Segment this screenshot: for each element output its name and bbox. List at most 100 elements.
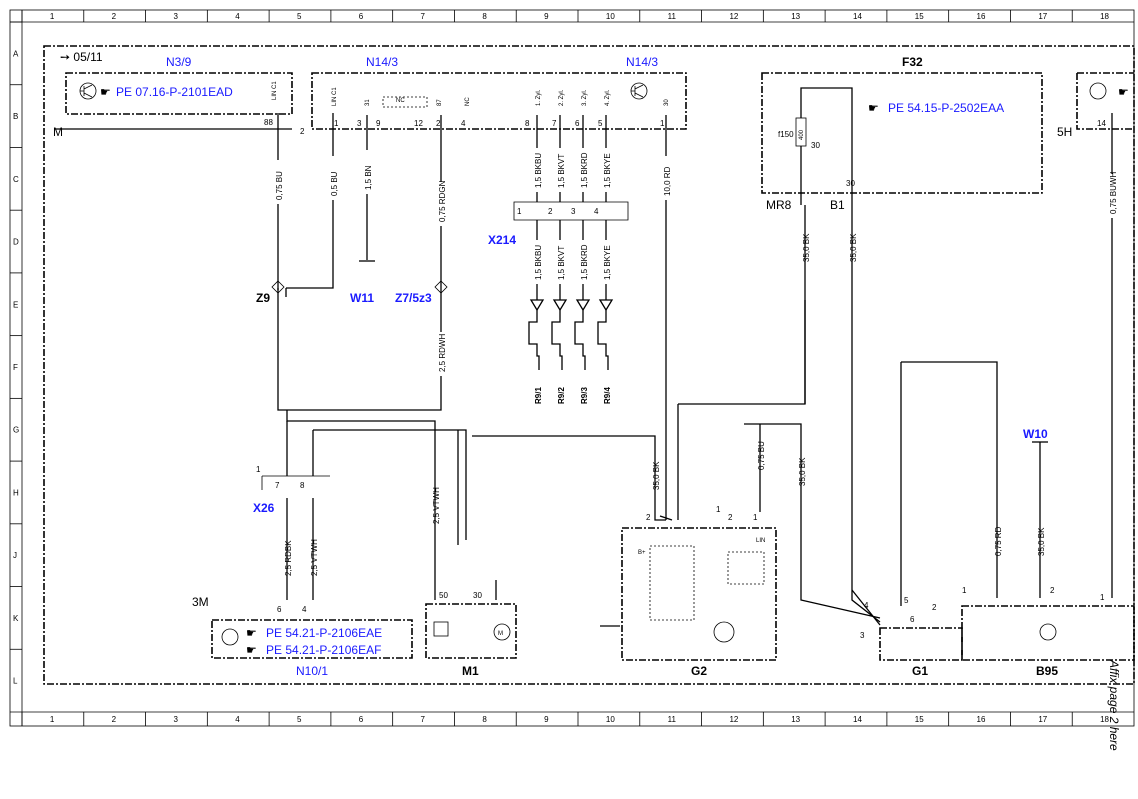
pin-number: 1	[334, 119, 339, 128]
col-label: 5	[297, 715, 302, 724]
row-label: L	[13, 677, 18, 686]
svg-text:2: 2	[646, 513, 651, 522]
component-n10-1: 3M 6 4 ☛ PE 54.21-P-2106EAE ☛ PE 54.21-P…	[192, 595, 413, 678]
wire-label: 35,0 BK	[652, 461, 661, 490]
m1-label: M1	[462, 664, 479, 678]
transistor-icon	[221, 628, 239, 646]
svg-text:3: 3	[860, 631, 865, 640]
pin-name: 87	[437, 99, 443, 106]
glow-plug-icon	[574, 310, 586, 370]
col-label: 15	[915, 12, 924, 21]
svg-text:2: 2	[548, 207, 553, 216]
transistor-icon	[1039, 623, 1057, 641]
hand-pointer-icon: ☛	[246, 643, 257, 657]
wire-label: 35,0 BK	[802, 233, 811, 262]
svg-text:2: 2	[932, 603, 937, 612]
svg-text:1: 1	[517, 207, 522, 216]
n10-1-ref-1[interactable]: PE 54.21-P-2106EAE	[266, 626, 382, 640]
svg-text:NC: NC	[396, 98, 405, 104]
svg-text:1: 1	[1100, 593, 1105, 602]
svg-text:8: 8	[300, 481, 305, 490]
pin-name: LIN C1	[332, 87, 338, 106]
glow-plug-label: R9/1	[534, 387, 543, 404]
m-label: M	[53, 125, 63, 139]
wire-label: 1,5 BKYE	[603, 245, 612, 280]
wire-label: 0,5 BU	[330, 171, 339, 196]
column-ruler: 1122334455667788991010111112121313141415…	[21, 10, 1110, 726]
f32-ref[interactable]: PE 54.15-P-2502EAA	[888, 101, 1004, 115]
svg-text:14: 14	[1097, 119, 1106, 128]
component-b95: 1 2 1 B95	[961, 586, 1135, 678]
col-label: 18	[1100, 715, 1109, 724]
col-label: 3	[173, 12, 178, 21]
x214-connector: X214 1 2 3 4	[488, 201, 629, 247]
g1-label: G1	[912, 664, 928, 678]
svg-text:7: 7	[275, 481, 280, 490]
svg-text:4: 4	[594, 207, 599, 216]
pin-name: 30	[664, 99, 670, 106]
svg-text:1: 1	[962, 586, 967, 595]
wire-label: 0,75 BU	[757, 441, 766, 470]
component-f32: F32 ☛ PE 54.15-P-2502EAA 400 f150 30 30	[761, 55, 1043, 194]
n14-3-label-right: N14/3	[626, 55, 658, 69]
svg-text:B+: B+	[638, 550, 646, 556]
b1-label: B1	[830, 198, 845, 212]
glow-plug-label: R9/4	[603, 387, 612, 404]
svg-text:88: 88	[264, 118, 273, 127]
col-label: 17	[1038, 12, 1047, 21]
n10-1-ref-2[interactable]: PE 54.21-P-2106EAF	[266, 643, 381, 657]
pin-number: 1	[660, 119, 665, 128]
svg-text:LIN C1: LIN C1	[272, 81, 278, 100]
svg-text:2: 2	[728, 513, 733, 522]
hand-pointer-icon: ☛	[868, 101, 879, 115]
svg-text:f150: f150	[778, 130, 794, 139]
motor-icon	[493, 623, 511, 641]
hand-pointer-icon: ☛	[246, 626, 257, 640]
svg-text:30: 30	[846, 179, 855, 188]
row-label: F	[13, 363, 18, 372]
col-label: 3	[173, 715, 178, 724]
wire-label: 35,0 BK	[798, 457, 807, 486]
col-label: 10	[606, 12, 615, 21]
top-wires	[277, 113, 1113, 560]
col-label: 10	[606, 715, 615, 724]
component-partial-right: ☛ 14 5H	[1057, 72, 1134, 139]
wire-label: 35,0 BK	[849, 233, 858, 262]
row-label: J	[13, 551, 17, 560]
n3-9-ref[interactable]: PE 07.16-P-2101EAD	[116, 85, 233, 99]
pin-number: 7	[552, 119, 557, 128]
col-label: 18	[1100, 12, 1109, 21]
col-label: 9	[544, 715, 549, 724]
svg-text:30: 30	[473, 591, 482, 600]
glow-plug-icon	[528, 310, 540, 370]
col-label: 11	[668, 12, 677, 21]
component-n3-9: N3/9 ☛ PE 07.16-P-2101EAD LIN C1 88 2 M	[53, 55, 305, 139]
svg-text:400: 400	[799, 129, 805, 140]
col-label: 6	[359, 12, 364, 21]
row-label: K	[13, 614, 19, 623]
col-label: 11	[668, 715, 677, 724]
pin-number: 9	[376, 119, 381, 128]
col-label: 8	[482, 715, 487, 724]
row-label: C	[13, 175, 19, 184]
row-label: D	[13, 238, 19, 247]
n14-3-label: N14/3	[366, 55, 398, 69]
n3-9-label: N3/9	[166, 55, 192, 69]
col-label: 14	[853, 12, 862, 21]
pin-number: 6	[575, 119, 580, 128]
row-label: G	[13, 426, 19, 435]
glow-plug-icon	[551, 310, 563, 370]
col-label: 16	[977, 715, 986, 724]
pin-number: 8	[525, 119, 530, 128]
wire-label: 10,0 RD	[663, 166, 672, 196]
col-label: 16	[977, 12, 986, 21]
x26-connector: 1 7 8 X26	[253, 465, 330, 515]
svg-text:1: 1	[716, 505, 721, 514]
glow-plug-icon	[597, 310, 609, 370]
svg-text:LIN: LIN	[756, 538, 765, 544]
col-label: 7	[421, 715, 426, 724]
